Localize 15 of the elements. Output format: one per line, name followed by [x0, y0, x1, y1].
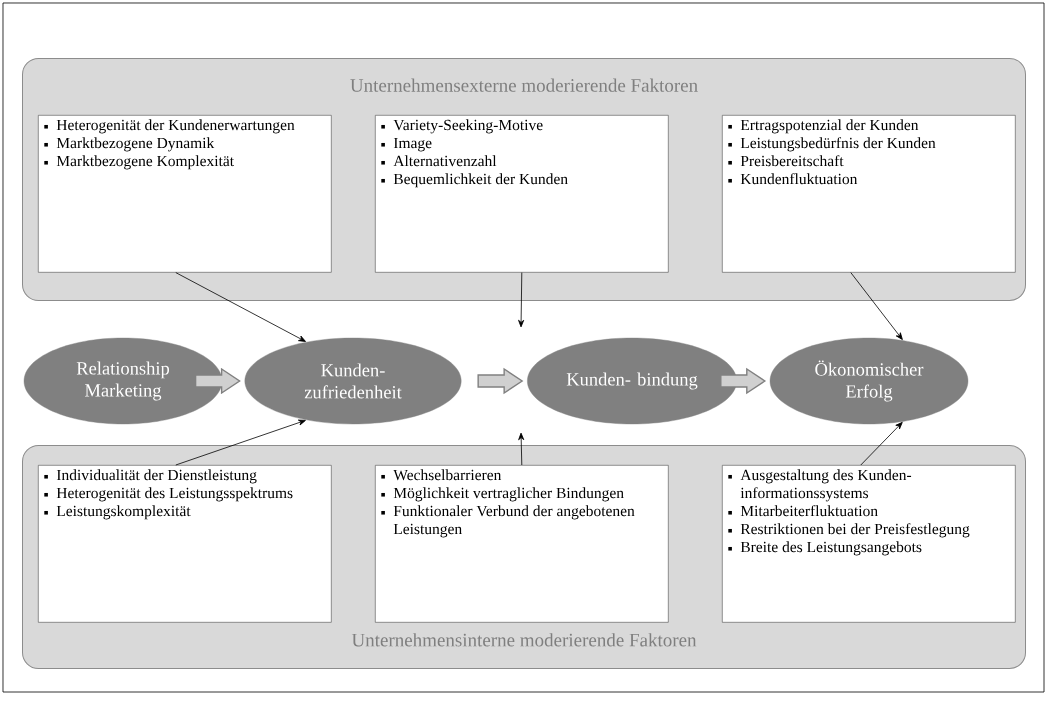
factor-list-box: Wechselbarrieren Möglichkeit vertraglicher Bindungen Funktionaler Verbund der angebotenen Leistungen	[375, 465, 669, 623]
arrow	[860, 421, 903, 466]
factor-list-box: Ertragspotenzial der Kunden Leistungsbedürfnis der Kunden Preisbereitschaft Kundenfluktuation	[722, 115, 1016, 273]
block-arrow	[477, 367, 524, 395]
arrow	[850, 272, 903, 340]
factor-list-box: Variety-Seeking-Motive Image Alternativenzahl Bequemlichkeit der Kunden	[375, 115, 669, 273]
factor-list-box: Heterogenität der Kundenerwartungen Marktbezogene Dynamik Marktbezogene Komplexität	[38, 115, 332, 273]
arrow	[175, 272, 306, 342]
arrow	[518, 432, 525, 466]
factor-list-box: Individualität der Dienstleistung Heterogenität des Leistungsspektrums Leistungskomplexität	[38, 465, 332, 623]
factor-list-box: Ausgestaltung des Kunden- informationssystems Mitarbeiterfluktuation Restriktionen bei der Preisfestlegung Breite des Leistungsangebots	[722, 465, 1016, 623]
arrow	[175, 419, 306, 466]
block-arrow	[194, 367, 241, 395]
block-arrow	[720, 367, 767, 395]
arrow	[518, 272, 525, 328]
